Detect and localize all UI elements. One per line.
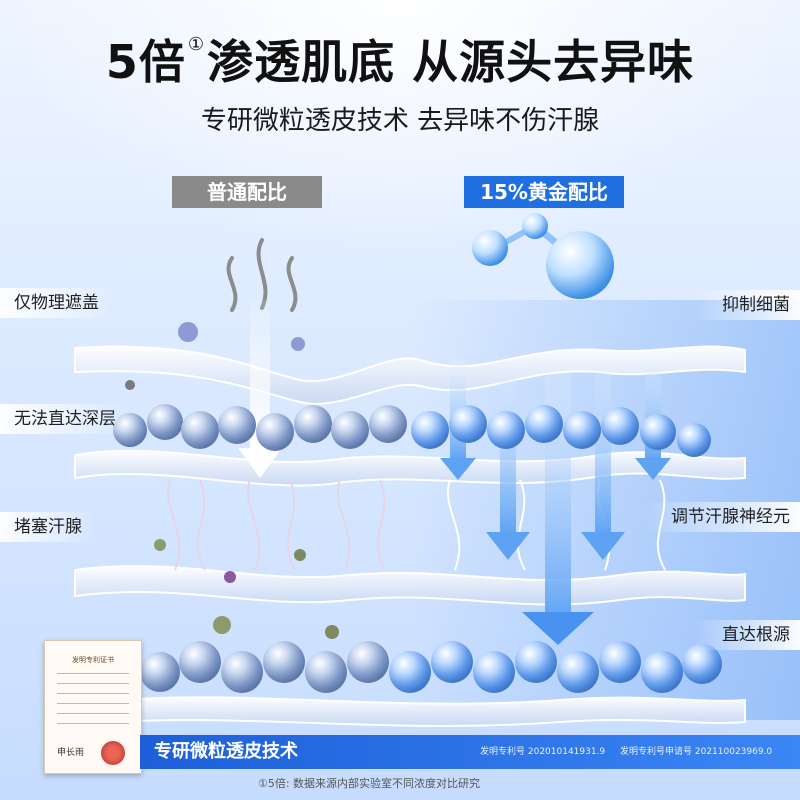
sweat-gland-tubes-left: [167, 479, 386, 571]
middle-skin-layer: [74, 449, 746, 487]
bacteria-icon: [125, 322, 339, 639]
patent-number-2: 发明专利号申请号 202110023969.0: [620, 747, 773, 757]
label-physical-cover: 仅物理遮盖: [0, 288, 113, 318]
lower-skin-layer: [74, 565, 746, 606]
footnote: ①5倍: 数据来源内部实验室不同浓度对比研究: [258, 777, 481, 790]
standard-formula-tag: 普通配比: [172, 176, 322, 208]
certificate-title: 发明专利证书: [72, 656, 114, 664]
page-subtitle: 专研微粒透皮技术 去异味不伤汗腺: [200, 106, 600, 136]
shallow-penetration-arrow: [238, 300, 282, 478]
patent-certificate: 发明专利证书 申长雨: [44, 640, 142, 774]
patent-number-1: 发明专利号 202010141931.9: [480, 747, 606, 757]
certificate-signature: 申长雨: [57, 748, 85, 758]
top-skin-layer: [74, 345, 746, 405]
banner-title: 专研微粒透皮技术: [154, 741, 298, 762]
base-skin-layer: [119, 696, 746, 727]
molecule-icon: [472, 213, 614, 299]
label-inhibit-bacteria: 抑制细菌: [694, 290, 800, 320]
particle-row-upper: [113, 404, 711, 457]
golden-formula-tag: 15%黄金配比: [464, 176, 624, 208]
particle-row-lower: [140, 641, 722, 693]
label-regulate-neurons: 调节汗腺神经元: [643, 502, 800, 532]
certificate-seal-icon: [101, 741, 125, 765]
footnote-marker: ①: [187, 34, 206, 55]
odor-wave-icon: [226, 238, 298, 312]
label-cannot-reach-deep: 无法直达深层: [0, 404, 130, 434]
technology-banner: 专研微粒透皮技术 发明专利号 202010141931.9 发明专利号申请号 2…: [140, 735, 800, 769]
label-reach-root: 直达根源: [694, 620, 800, 650]
label-clog-glands: 堵塞汗腺: [0, 512, 96, 542]
